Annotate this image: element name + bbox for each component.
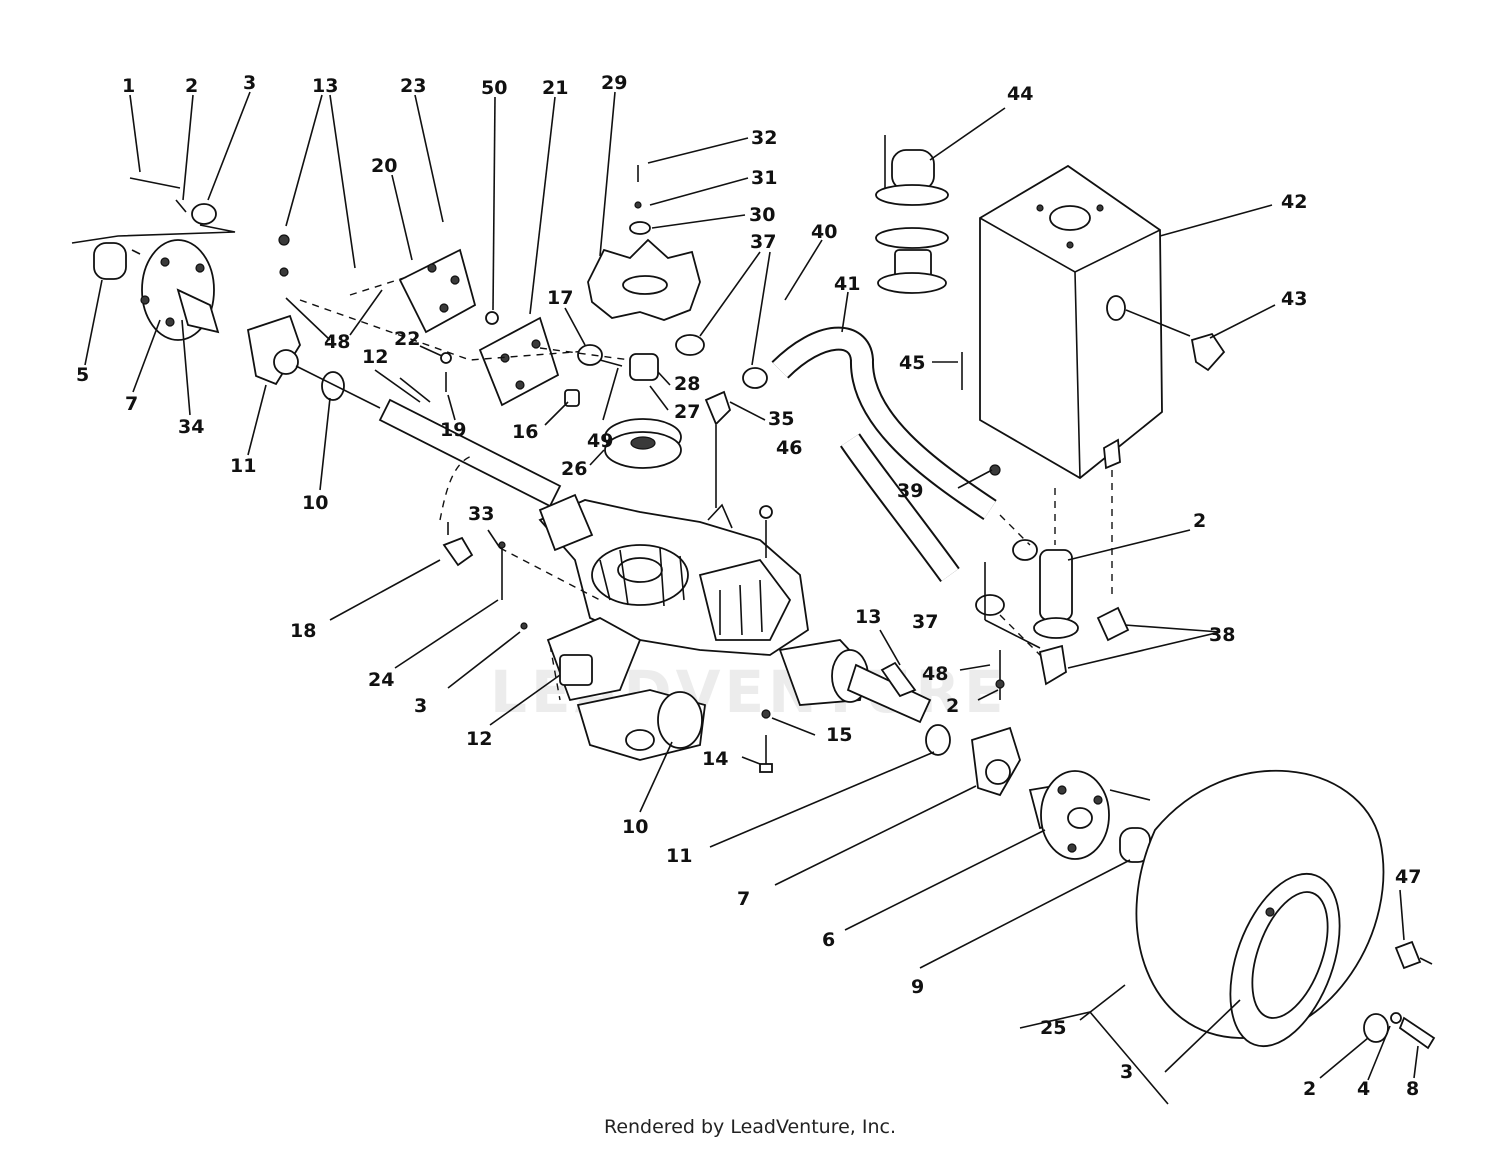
- callout-label: 32: [751, 127, 777, 149]
- callout-label: 48: [324, 331, 350, 353]
- left-bearing-and-axle: [246, 234, 562, 508]
- callout-label: 27: [674, 401, 700, 423]
- callout-label: 2: [1303, 1078, 1316, 1100]
- callout-label: 45: [899, 352, 925, 374]
- callout-label: 2: [185, 75, 198, 97]
- callout-label: 21: [542, 77, 568, 99]
- leader-lines: [84, 91, 1419, 1081]
- callout-label: 8: [1406, 1078, 1419, 1100]
- callout-label: 30: [749, 204, 775, 226]
- callout-label: 11: [666, 845, 692, 867]
- right-bearing-and-hub: [759, 650, 1151, 863]
- callout-label: 15: [826, 724, 852, 746]
- left-hub-assembly: [71, 177, 236, 341]
- callout-label: 41: [834, 273, 860, 295]
- callout-label: 2: [946, 695, 959, 717]
- footer-credit: Rendered by LeadVenture, Inc.: [603, 1116, 897, 1138]
- callout-label: 31: [751, 167, 777, 189]
- callout-label: 20: [371, 155, 397, 177]
- callout-label: 37: [912, 611, 938, 633]
- callout-label: 2: [1193, 510, 1206, 532]
- callout-label: 35: [768, 408, 794, 430]
- callout-label: 3: [1120, 1061, 1133, 1083]
- callout-label: 26: [561, 458, 587, 480]
- callout-label: 46: [776, 437, 802, 459]
- callout-label: 42: [1281, 191, 1307, 213]
- callout-label: 17: [547, 287, 573, 309]
- callout-label: 28: [674, 373, 700, 395]
- callout-label: 18: [290, 620, 316, 642]
- callout-label: 39: [897, 480, 923, 502]
- callout-label: 37: [750, 231, 776, 253]
- callout-label: 4: [1357, 1078, 1370, 1100]
- callout-label: 22: [394, 328, 420, 350]
- callout-label: 19: [440, 419, 466, 441]
- callout-label: 50: [481, 77, 507, 99]
- hydraulic-hoses: [675, 295, 1046, 661]
- callout-label: 13: [855, 606, 881, 628]
- callout-label: 10: [302, 492, 328, 514]
- callout-label: 13: [312, 75, 338, 97]
- callout-label: 47: [1395, 866, 1421, 888]
- callout-label: 34: [178, 416, 204, 438]
- wheel-and-tire: [1019, 769, 1436, 1105]
- callout-label: 3: [243, 72, 256, 94]
- callout-label: 10: [622, 816, 648, 838]
- callout-label: 14: [702, 748, 728, 770]
- callout-label: 12: [466, 728, 492, 750]
- callout-label: 5: [76, 364, 89, 386]
- brackets: [299, 248, 601, 407]
- callout-label: 12: [362, 346, 388, 368]
- callout-label: 44: [1007, 83, 1033, 105]
- callout-label: 11: [230, 455, 256, 477]
- callout-label: 16: [512, 421, 538, 443]
- callout-label: 48: [922, 663, 948, 685]
- callout-label: 49: [587, 430, 613, 452]
- filter-assembly: [875, 135, 949, 294]
- callout-label: 40: [811, 221, 837, 243]
- callout-label: 25: [1040, 1017, 1066, 1039]
- callout-label: 9: [911, 976, 924, 998]
- callout-label: 33: [468, 503, 494, 525]
- callout-label: 38: [1209, 624, 1235, 646]
- callout-label: 1: [122, 75, 135, 97]
- transaxle-housing: [439, 425, 932, 761]
- callout-label: 43: [1281, 288, 1307, 310]
- callout-label: 3: [414, 695, 427, 717]
- fan-and-pulley: [539, 165, 701, 469]
- callout-label: 7: [737, 888, 750, 910]
- callout-label: 24: [368, 669, 394, 691]
- callout-label: 23: [400, 75, 426, 97]
- reservoir-tank: [961, 164, 1226, 686]
- callout-numbers: 1 2 3 13 23 50 21 29 32 31 30 20 37 40 4…: [76, 72, 1421, 1100]
- callout-label: 6: [822, 929, 835, 951]
- callout-label: 29: [601, 72, 627, 94]
- callout-label: 7: [125, 393, 138, 415]
